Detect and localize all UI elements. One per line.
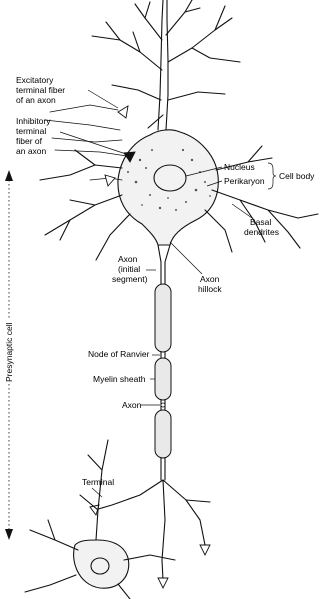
- label-myelin-sheath: Myelin sheath: [93, 374, 155, 384]
- synaptic-bouton: [105, 175, 115, 186]
- label-excitatory: Excitatory terminal fiber of an axon: [16, 75, 118, 108]
- label-axon-hillock: Axon hillock: [170, 242, 222, 294]
- excitatory-bouton: [118, 106, 128, 118]
- svg-text:hillock: hillock: [198, 284, 222, 294]
- postsynaptic-neuron: [25, 440, 175, 599]
- svg-text:(initial: (initial: [118, 264, 140, 274]
- svg-text:dendrites: dendrites: [244, 227, 279, 237]
- svg-text:Myelin sheath: Myelin sheath: [93, 374, 146, 384]
- cell-body-label: Cell body: [279, 171, 315, 181]
- svg-text:Terminal: Terminal: [82, 477, 114, 487]
- axon-initial: [158, 245, 170, 284]
- myelin-segment: [155, 284, 171, 352]
- label-terminal: Terminal: [82, 477, 114, 497]
- myelin-segment: [155, 358, 171, 400]
- label-axon: Axon: [122, 400, 160, 410]
- svg-text:of an axon: of an axon: [16, 95, 56, 105]
- svg-text:terminal fiber: terminal fiber: [16, 85, 65, 95]
- svg-text:Inhibitory: Inhibitory: [16, 116, 51, 126]
- svg-text:Node of Ranvier: Node of Ranvier: [88, 349, 150, 359]
- node-of-ranvier-marker: [161, 403, 165, 407]
- svg-text:segment): segment): [112, 274, 148, 284]
- svg-text:Basal: Basal: [250, 217, 271, 227]
- apical-dendrites: [92, 0, 240, 130]
- label-node-of-ranvier: Node of Ranvier: [88, 349, 160, 359]
- svg-text:Axon: Axon: [118, 254, 138, 264]
- svg-text:fiber of: fiber of: [16, 136, 43, 146]
- left-dendrites: [40, 150, 130, 260]
- myelin-segment: [155, 410, 171, 458]
- presynaptic-extent-arrow[interactable]: Presynaptic cell: [4, 170, 14, 540]
- label-axon-initial: Axon (initial segment): [112, 254, 156, 284]
- svg-text:Excitatory: Excitatory: [16, 75, 54, 85]
- cell-body: [118, 130, 218, 245]
- label-inhibitory: Inhibitory terminal fiber of an axon: [16, 116, 126, 156]
- perikaryon-shape: [118, 130, 218, 245]
- svg-text:an axon: an axon: [16, 146, 47, 156]
- label-basal-dendrites: Basal dendrites: [232, 204, 279, 237]
- nucleus-label: Nucleus: [224, 162, 255, 172]
- svg-text:terminal: terminal: [16, 126, 46, 136]
- svg-text:Axon: Axon: [122, 400, 142, 410]
- perikaryon-label: Perikaryon: [224, 176, 265, 186]
- presynaptic-cell-label: Presynaptic cell: [4, 322, 14, 382]
- svg-text:Axon: Axon: [200, 274, 220, 284]
- myelinated-axon: [155, 284, 171, 480]
